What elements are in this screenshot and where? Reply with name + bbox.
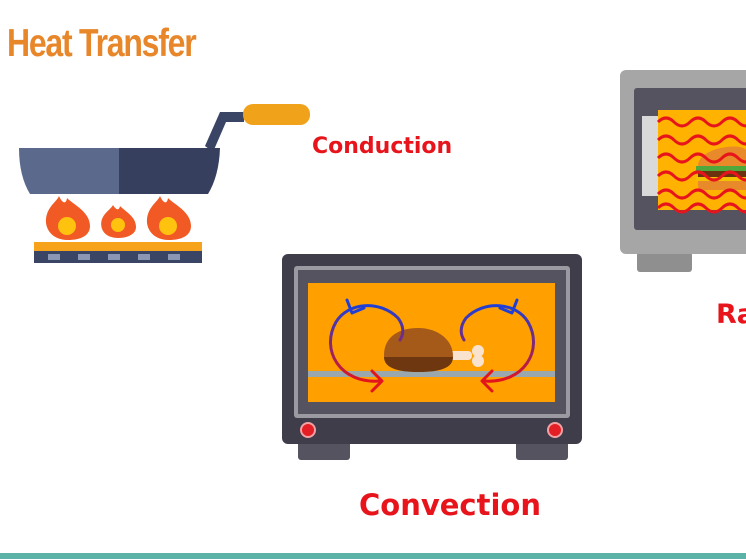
convection-current-right-icon xyxy=(459,298,535,393)
pan-handle-grip xyxy=(243,104,310,125)
label-convection: Convection xyxy=(359,488,541,522)
stove-top xyxy=(34,242,202,251)
page-title: Heat Transfer xyxy=(7,22,197,65)
flame-icon xyxy=(45,196,90,240)
microwave-foot xyxy=(637,252,692,272)
pan-handle-arm xyxy=(205,112,244,152)
bottom-accent-bar xyxy=(0,553,746,559)
flame-icon xyxy=(146,196,191,240)
radiation-waves-icon xyxy=(656,116,746,214)
pan-body-right xyxy=(119,148,220,194)
stove-vents xyxy=(48,254,180,260)
label-conduction: Conduction xyxy=(312,134,453,159)
pan-body-left xyxy=(19,148,119,194)
flame-icon xyxy=(101,205,136,238)
oven-knob-right xyxy=(547,422,563,438)
oven-rack xyxy=(308,371,555,377)
oven-knob-left xyxy=(300,422,316,438)
label-radiation: Ra xyxy=(716,299,746,330)
microwave-frame-inner xyxy=(642,116,658,196)
convection-current-left-icon xyxy=(329,298,405,393)
